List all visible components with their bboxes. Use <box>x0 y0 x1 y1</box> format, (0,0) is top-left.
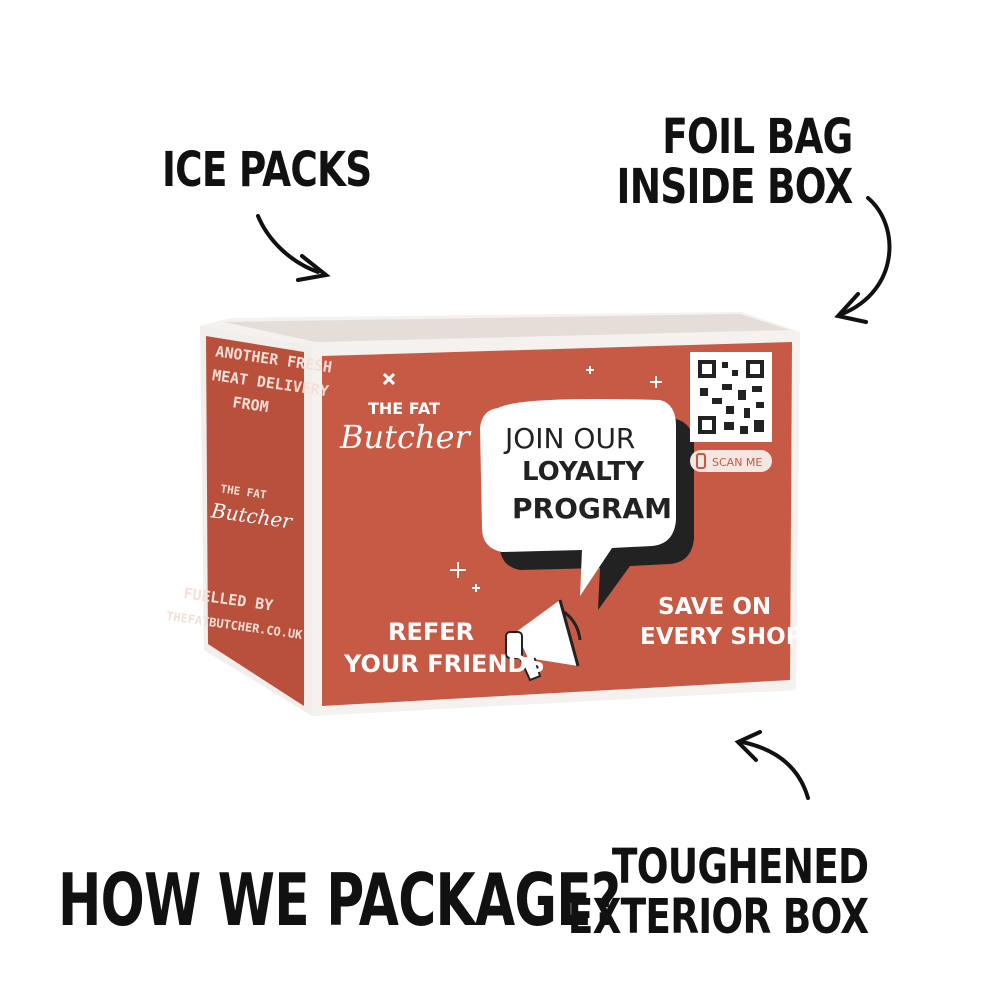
exterior-box-arrow <box>734 730 810 800</box>
save-line1: SAVE ON <box>658 594 771 620</box>
box-side-panel <box>206 336 304 706</box>
ice-packs-arrow <box>256 214 331 282</box>
exterior-line1: TOUGHENED <box>611 839 869 895</box>
refer-line2: YOUR FRIENDS <box>343 650 545 678</box>
phone-icon <box>696 453 706 469</box>
bubble-line3: PROGRAM <box>512 492 672 525</box>
exterior-line2: EXTERIOR BOX <box>567 889 868 946</box>
foil-bag-label: FOIL BAG INSIDE BOX <box>616 109 853 216</box>
cleaver-icon <box>382 372 396 386</box>
side-brand-top: THE FAT <box>220 482 268 501</box>
side-text-line3: FROM <box>231 393 269 416</box>
sparkle-icons <box>450 366 662 592</box>
loyalty-speech-bubble: JOIN OUR LOYALTY PROGRAM <box>480 399 694 610</box>
save-line2: EVERY SHOP <box>640 624 803 650</box>
brand-script: Butcher <box>339 418 471 456</box>
bubble-line1: JOIN OUR <box>503 422 635 455</box>
exterior-box-label: TOUGHENED EXTERIOR BOX <box>567 842 868 943</box>
ice-packs-label: ICE PACKS <box>162 142 372 198</box>
box-top-edge <box>200 312 800 346</box>
foil-bag-line1: FOIL BAG <box>661 109 853 165</box>
ice-packs-text: ICE PACKS <box>162 142 372 198</box>
scan-me-label: SCAN ME <box>712 456 762 469</box>
foil-bag-line2: INSIDE BOX <box>616 159 853 216</box>
megaphone-icon <box>505 599 582 682</box>
brand-logo: THE FAT Butcher <box>339 372 471 456</box>
scan-me-badge: SCAN ME <box>690 450 772 472</box>
box-top-shade <box>224 314 790 342</box>
qr-code <box>690 352 772 442</box>
foil-bag-arrow <box>834 196 892 324</box>
bubble-line2: LOYALTY <box>522 457 645 487</box>
page-headline: HOW WE PACKAGE? <box>58 858 621 942</box>
brand-top: THE FAT <box>368 399 440 418</box>
refer-line1: REFER <box>388 618 474 646</box>
